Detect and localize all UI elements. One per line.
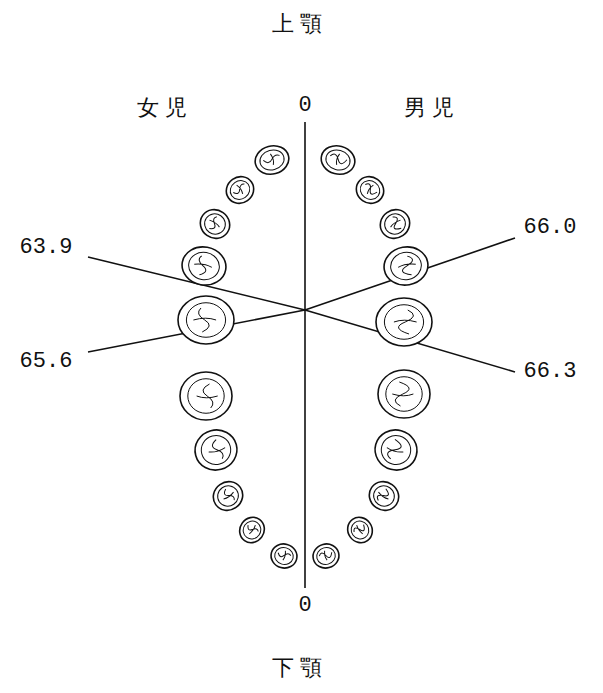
tooth (208, 476, 249, 516)
tooth (381, 243, 431, 288)
tooth (371, 425, 422, 475)
caption-label: 上顎 (272, 13, 328, 35)
value-label: 63.9 (20, 237, 73, 259)
tooth (351, 171, 389, 208)
tooth (376, 298, 432, 346)
tooth (310, 541, 341, 571)
tooth (178, 296, 234, 344)
value-label: 0 (298, 95, 311, 117)
tooth (195, 204, 236, 244)
tooth (375, 204, 416, 244)
caption-label: 下顎 (272, 657, 328, 679)
tooth (252, 142, 292, 178)
value-label: 66.0 (524, 217, 577, 239)
tooth (180, 372, 232, 420)
tooth (191, 425, 242, 475)
value-label: 65.6 (20, 351, 73, 373)
value-label: 66.3 (524, 361, 577, 383)
value-label: 0 (298, 595, 311, 617)
tooth (318, 142, 358, 178)
caption-label: 男児 (404, 97, 460, 119)
tooth (378, 370, 430, 418)
tooth (343, 512, 378, 547)
tooth (268, 541, 299, 571)
guide-line (304, 122, 306, 588)
caption-label: 女児 (137, 97, 193, 119)
tooth (179, 243, 229, 288)
tooth (221, 171, 259, 208)
tooth (364, 476, 405, 516)
tooth (235, 512, 270, 547)
